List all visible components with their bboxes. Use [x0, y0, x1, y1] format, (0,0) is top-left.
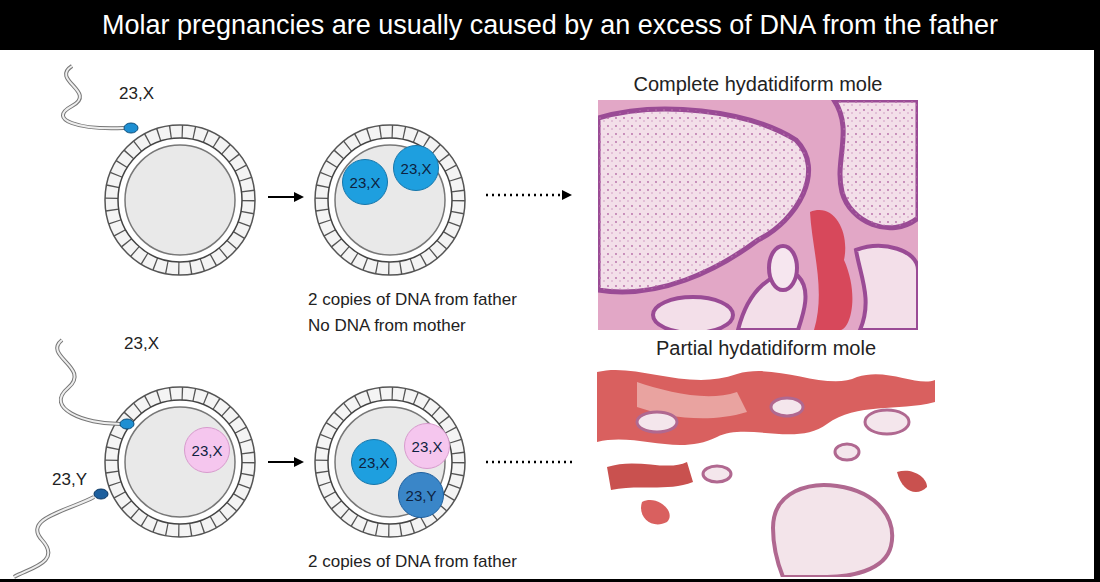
text-label: No DNA from mother: [308, 316, 466, 336]
sperm: [14, 489, 108, 577]
chromosome-set-circle: 23,X: [351, 439, 397, 485]
histology-image: [597, 362, 935, 577]
chromosome-set-circle: 23,Y: [398, 472, 444, 518]
chromosome-set-circle: 23,X: [393, 145, 439, 191]
histology-image: [598, 100, 918, 330]
title-text: Molar pregnancies are usually caused by …: [0, 0, 1100, 50]
chromosome-label: 23,X: [412, 438, 443, 455]
sperm: [57, 340, 134, 429]
micrograph-heading: Complete hydatidiform mole: [598, 72, 918, 96]
text-label: 2 copies of DNA from father: [308, 552, 517, 572]
egg-cell: [315, 387, 465, 537]
egg-cell: [315, 125, 465, 275]
arrow: [268, 461, 302, 463]
chromosome-label: 23,X: [192, 442, 223, 459]
text-label: 23,Y: [52, 470, 87, 490]
chromosome-set-circle: 23,X: [342, 159, 388, 205]
micrograph-heading: Partial hydatidiform mole: [597, 336, 935, 360]
text-label: 23,X: [119, 84, 154, 104]
chromosome-label: 23,X: [359, 454, 390, 471]
micrograph-panel: Complete hydatidiform mole: [598, 72, 918, 330]
chromosome-set-circle: 23,X: [404, 423, 450, 469]
chromosome-set-circle: 23,X: [184, 427, 230, 473]
chromosome-label: 23,X: [401, 160, 432, 177]
text-label: 23,X: [124, 334, 159, 354]
chromosome-label: 23,Y: [406, 487, 437, 504]
egg-cell: [105, 125, 255, 275]
dotted-line: [486, 461, 575, 464]
micrograph-panel: Partial hydatidiform mole: [597, 336, 935, 577]
dotted-arrow: [486, 194, 570, 197]
egg-cell: [105, 387, 255, 537]
arrow: [268, 196, 302, 198]
chromosome-label: 23,X: [350, 174, 381, 191]
text-label: 2 copies of DNA from father: [308, 290, 517, 310]
